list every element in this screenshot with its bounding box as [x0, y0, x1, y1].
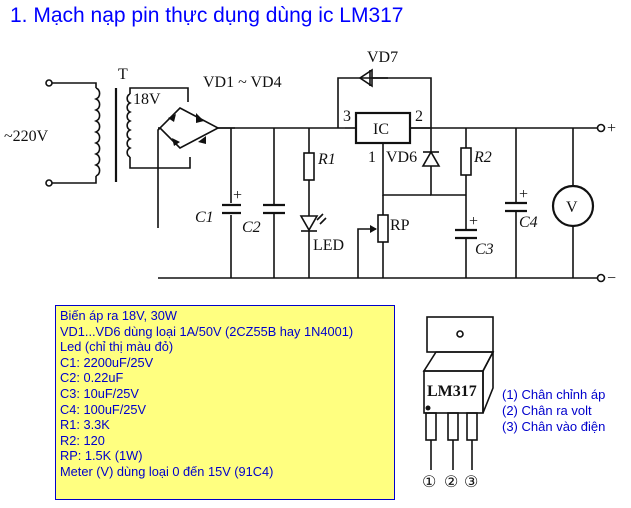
- c1-plus: +: [233, 187, 242, 204]
- pin-legend: (1) Chân chỉnh áp (2) Chân ra volt (3) C…: [502, 387, 605, 435]
- c4-plus: +: [519, 186, 528, 203]
- page-title: 1. Mạch nạp pin thực dụng dùng ic LM317: [10, 4, 404, 27]
- pin-number-2: ②: [444, 474, 458, 491]
- spec-line: C2: 0.22uF: [60, 370, 124, 386]
- component-spec-box: Biến áp ra 18V, 30W VD1...VD6 dùng loại …: [55, 305, 395, 500]
- voltmeter: V: [551, 128, 595, 278]
- led-label: LED: [313, 237, 344, 254]
- output-minus-label: −: [607, 270, 616, 287]
- mounting-hole: [456, 330, 464, 338]
- ac-input: ~220V: [4, 79, 97, 187]
- bridge-rectifier: VD1 ~ VD4: [157, 74, 282, 228]
- vd7-label: VD7: [367, 49, 398, 66]
- adjust-network: RP: [357, 143, 431, 278]
- voltmeter-label: V: [566, 199, 578, 216]
- pin-legend-item: (1) Chân chỉnh áp: [502, 387, 606, 402]
- r2-c3-branch: + R2 C3: [455, 128, 494, 278]
- capacitor-c4: + C4: [505, 128, 538, 278]
- diode-vd6: VD6: [386, 128, 466, 196]
- pin-number-1: ①: [422, 474, 436, 491]
- package-part-label: LM317: [427, 383, 477, 400]
- diode-vd7: VD7: [337, 49, 432, 128]
- spec-line: VD1...VD6 dùng loại 1A/50V (2CZ55B hay 1…: [60, 323, 354, 339]
- lm317-package: LM317 ① ② ③: [422, 316, 495, 491]
- vd6-label: VD6: [386, 149, 417, 166]
- package-tab: [426, 316, 494, 353]
- spec-line: R1: 3.3K: [60, 417, 110, 433]
- spec-line: C4: 100uF/25V: [60, 401, 147, 417]
- led: [299, 215, 319, 232]
- ic-label: IC: [373, 121, 389, 138]
- r1-led-branch: R1 LED: [299, 128, 344, 278]
- r1-label: R1: [317, 151, 336, 168]
- pin1-dot: [425, 405, 431, 411]
- primary-coil: [94, 87, 101, 177]
- bridge-label: VD1 ~ VD4: [203, 74, 282, 91]
- spec-line: RP: 1.5K (1W): [60, 448, 143, 464]
- transformer: T 18V: [94, 66, 191, 182]
- c3-label: C3: [475, 241, 494, 258]
- output-terminal-plus: [596, 123, 606, 133]
- pin1-label: 1: [368, 149, 376, 166]
- c1-label: C1: [195, 209, 214, 226]
- r2-label: R2: [473, 149, 492, 166]
- c2-label: C2: [242, 219, 261, 236]
- pin-number-3: ③: [464, 474, 478, 491]
- input-terminal-bottom: [45, 179, 53, 187]
- input-voltage-label: ~220V: [4, 128, 49, 145]
- output-plus-label: +: [607, 120, 616, 137]
- capacitor-c1: + C1: [195, 128, 242, 278]
- resistor-r1: [303, 152, 315, 181]
- spec-line: Led (chỉ thị màu đỏ): [60, 339, 174, 355]
- secondary-voltage-label: 18V: [133, 91, 161, 108]
- spec-line: Meter (V) dùng loại 0 đến 15V (91C4): [60, 463, 274, 479]
- pin-legend-item: (2) Chân ra volt: [502, 403, 592, 418]
- secondary-coil: [126, 93, 132, 158]
- c3-plus: +: [469, 213, 478, 230]
- spec-line: Biến áp ra 18V, 30W: [60, 308, 177, 323]
- pin-legend-item: (3) Chân vào điện: [502, 419, 606, 434]
- input-terminal-top: [45, 79, 53, 87]
- potentiometer-rp: [377, 214, 389, 243]
- transformer-label: T: [118, 66, 128, 83]
- output-terminal-minus: [596, 273, 606, 283]
- pin3-label: 3: [343, 108, 351, 125]
- spec-line: R2: 120: [60, 432, 105, 448]
- resistor-r2: [460, 147, 472, 176]
- capacitor-c2: C2: [242, 128, 285, 278]
- c4-label: C4: [519, 214, 538, 231]
- rp-label: RP: [390, 217, 410, 234]
- spec-line: C3: 10uF/25V: [60, 385, 139, 401]
- pin2-label: 2: [415, 108, 423, 125]
- spec-line: C1: 2200uF/25V: [60, 354, 154, 370]
